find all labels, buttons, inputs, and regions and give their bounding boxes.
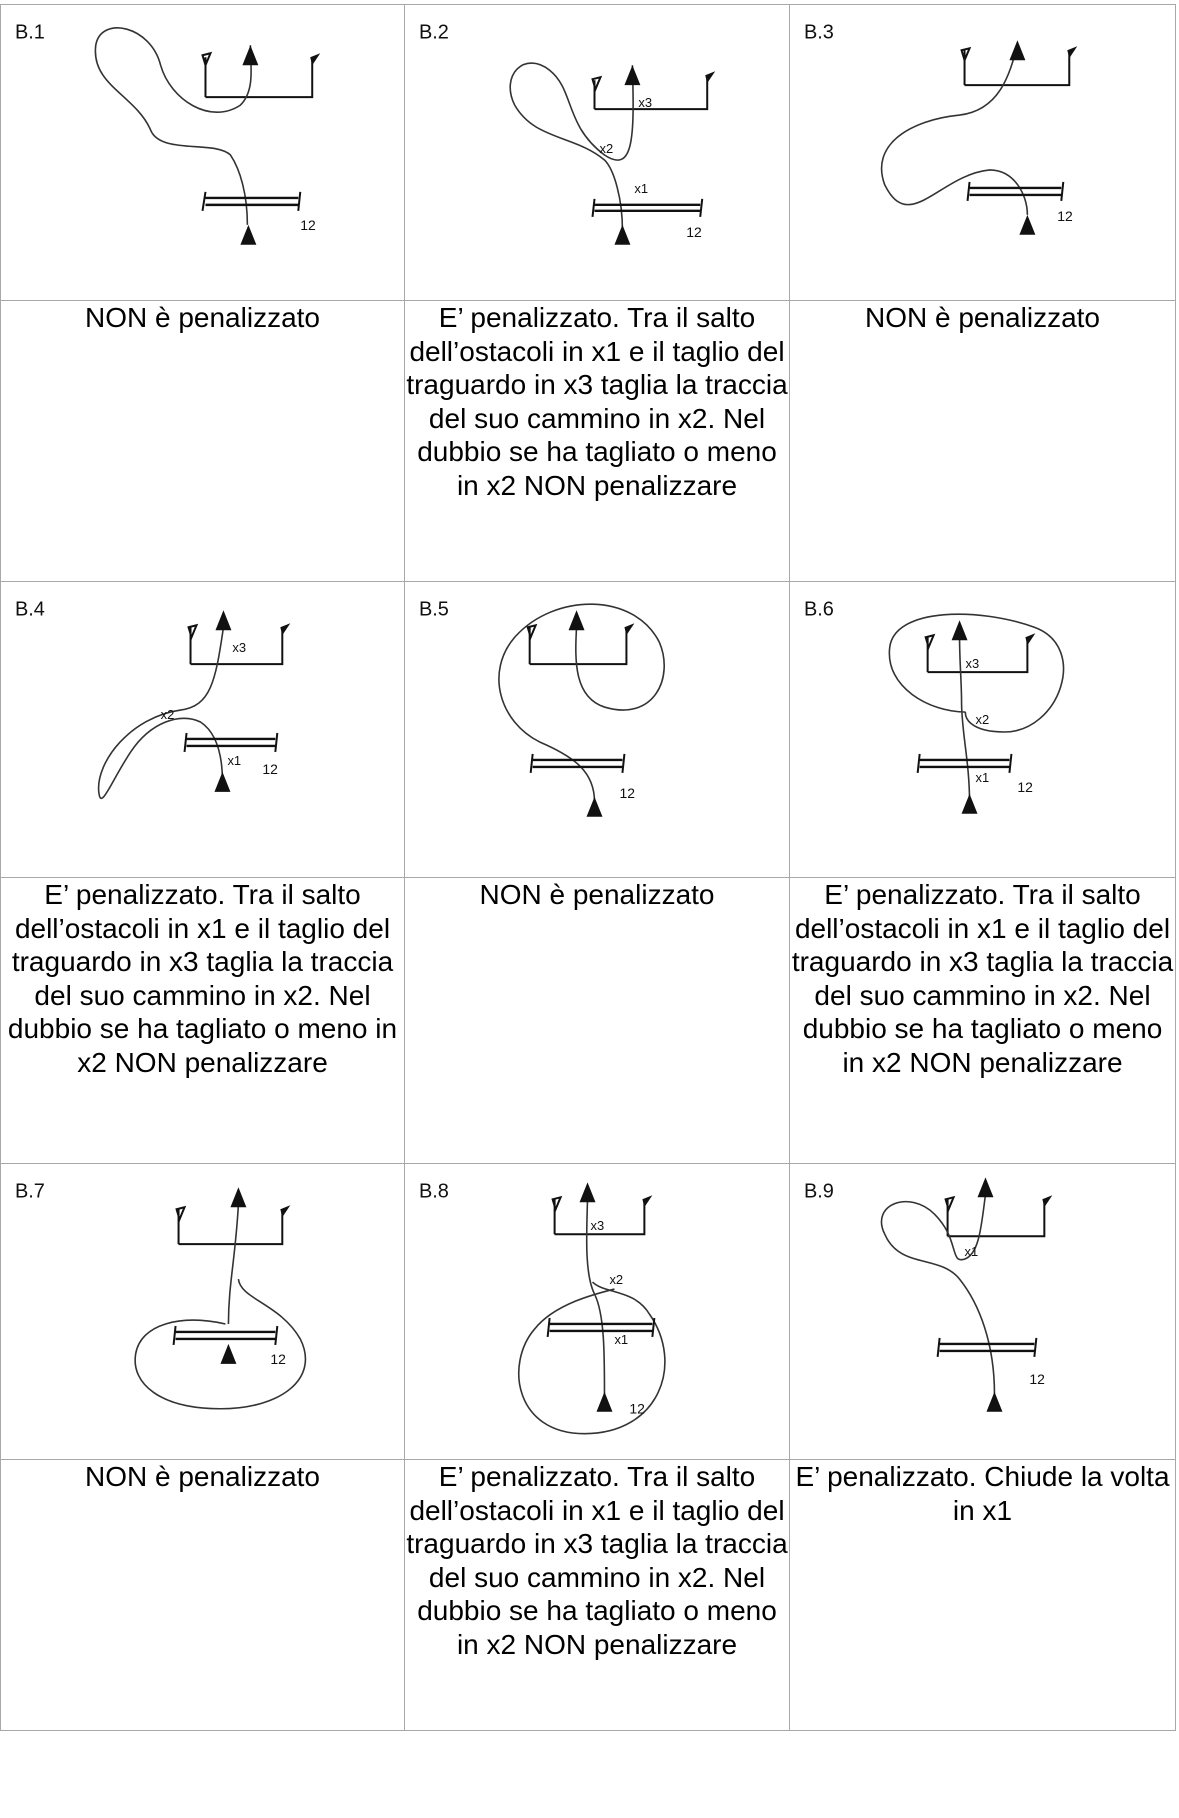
caption-b1: NON è penalizzato [0,300,405,582]
figure-b3: B.3 12 [789,4,1176,301]
svg-text:12: 12 [1029,1371,1045,1387]
diagram-b5: B.5 12 [419,598,665,817]
svg-text:x2: x2 [599,141,613,156]
figure-label: B.1 [15,21,45,43]
caption-b2: E’ penalizzato. Tra il salto dell’ostaco… [404,300,790,582]
figure-b1: B.1 12 [0,4,405,301]
svg-text:12: 12 [629,1401,645,1417]
caption-b7: NON è penalizzato [0,1459,405,1731]
figure-b5: B.5 12 [404,581,790,878]
diagram-b1: B.1 12 [15,21,321,245]
caption-b8: E’ penalizzato. Tra il salto dell’ostaco… [404,1459,790,1731]
svg-text:12: 12 [1057,208,1073,224]
figure-b7: B.7 12 [0,1163,405,1460]
diagram-b8: B.8 x3 x2 x1 12 [419,1180,666,1435]
obstacle-number: 12 [300,217,316,233]
svg-text:x2: x2 [161,707,175,722]
svg-text:12: 12 [1017,779,1033,795]
diagram-b4: B.4 x3 x2 x1 12 [15,598,291,800]
svg-text:x3: x3 [638,95,652,110]
svg-text:x2: x2 [976,712,990,727]
svg-text:B.4: B.4 [15,598,45,620]
diagram-b9: B.9 x1 12 [804,1177,1053,1412]
caption-b4: E’ penalizzato. Tra il salto dell’ostaco… [0,877,405,1164]
svg-text:B.2: B.2 [419,21,449,43]
svg-text:B.9: B.9 [804,1180,834,1202]
caption-b3: NON è penalizzato [789,300,1176,582]
svg-text:x3: x3 [591,1218,605,1233]
figure-b8: B.8 x3 x2 x1 12 [404,1163,790,1460]
svg-text:B.5: B.5 [419,598,449,620]
figure-b4: B.4 x3 x2 x1 12 [0,581,405,878]
diagram-b2: B.2 x3 x2 x1 12 [419,21,716,245]
svg-text:x3: x3 [966,656,980,671]
svg-text:B.6: B.6 [804,598,834,620]
rules-table: B.1 12 B.2 [0,4,1176,1731]
svg-text:B.8: B.8 [419,1180,449,1202]
figure-b6: B.6 x3 x2 x1 12 [789,581,1176,878]
svg-text:12: 12 [619,785,635,801]
caption-b6: E’ penalizzato. Tra il salto dell’ostaco… [789,877,1176,1164]
caption-b9: E’ penalizzato. Chiude la volta in x1 [789,1459,1176,1731]
svg-text:x3: x3 [232,640,246,655]
svg-text:x1: x1 [614,1332,628,1347]
diagram-b7: B.7 12 [15,1180,307,1410]
svg-text:x1: x1 [227,753,241,768]
svg-text:B.3: B.3 [804,21,834,43]
svg-text:B.7: B.7 [15,1180,45,1202]
diagram-b3: B.3 12 [804,21,1078,235]
svg-text:x1: x1 [965,1244,979,1259]
figure-b2: B.2 x3 x2 x1 12 [404,4,790,301]
diagram-b6: B.6 x3 x2 x1 12 [804,598,1065,814]
svg-text:x1: x1 [634,181,648,196]
svg-text:x1: x1 [976,770,990,785]
svg-text:12: 12 [270,1351,286,1367]
svg-text:x2: x2 [609,1272,623,1287]
figure-b9: B.9 x1 12 [789,1163,1176,1460]
svg-text:12: 12 [262,761,278,777]
caption-b5: NON è penalizzato [404,877,790,1164]
svg-text:12: 12 [686,224,702,240]
